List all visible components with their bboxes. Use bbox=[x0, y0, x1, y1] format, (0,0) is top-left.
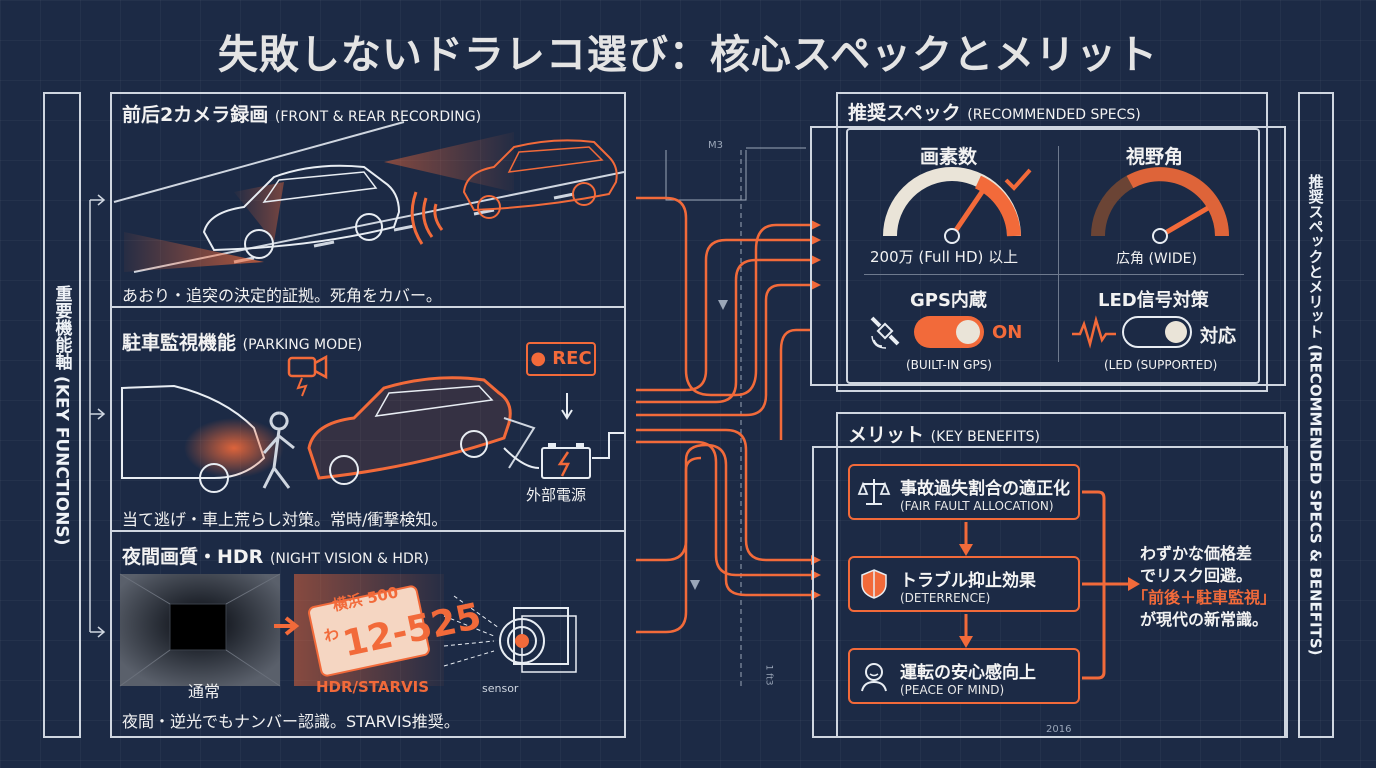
gps-sub: (BUILT-IN GPS) bbox=[906, 358, 992, 372]
summary-line2: でリスク回避。 bbox=[1140, 566, 1253, 585]
summary-line3: 「前後＋駐車監視」 bbox=[1132, 588, 1277, 607]
page-title: 失敗しないドラレコ選び：核心スペックとメリット bbox=[217, 32, 1159, 78]
led-label: LED信号対策 bbox=[1098, 290, 1209, 311]
benefit-deterrence-sub: (DETERRENCE) bbox=[900, 591, 991, 605]
specs-inner-frame bbox=[846, 128, 1260, 384]
benefit-card-deterrence: トラブル抑止効果 (DETERRENCE) bbox=[848, 556, 1080, 612]
rec-indicator: ● REC bbox=[526, 342, 596, 376]
fov-label: 視野角 bbox=[1126, 146, 1184, 168]
annotation-side: 1 ft3 bbox=[763, 664, 774, 686]
pixels-label: 画素数 bbox=[920, 146, 978, 168]
specs-outer-frame bbox=[836, 92, 1268, 392]
specs-vdivider bbox=[1058, 146, 1059, 362]
summary-line1: わずかな価格差 bbox=[1140, 544, 1253, 563]
gps-label: GPS内蔵 bbox=[910, 290, 987, 311]
gps-toggle-text: ON bbox=[992, 322, 1023, 343]
left-label-frame: 重要機能軸 (KEY FUNCTIONS) bbox=[43, 92, 81, 738]
external-power-label: 外部電源 bbox=[526, 486, 587, 504]
benefit-peace-sub: (PEACE OF MIND) bbox=[900, 683, 1005, 697]
benefits-heading: メリット (KEY BENEFITS) bbox=[848, 424, 1040, 446]
benefit-peace-title: 運転の安心感向上 bbox=[900, 663, 1036, 683]
benefit-fault-sub: (FAIR FAULT ALLOCATION) bbox=[900, 499, 1054, 513]
annotation-m3: M3 bbox=[708, 140, 723, 151]
benefits-inner-frame bbox=[812, 446, 1288, 738]
right-vertical-label: 推奨スペックとメリット (RECOMMENDED SPECS & BENEFIT… bbox=[1306, 174, 1325, 656]
specs-hdivider bbox=[864, 274, 1244, 275]
specs-box-frame bbox=[810, 126, 1286, 386]
right-label-frame: 推奨スペックとメリット (RECOMMENDED SPECS & BENEFIT… bbox=[1298, 92, 1334, 738]
left-bracket-arrows bbox=[89, 194, 106, 638]
gps-toggle[interactable] bbox=[914, 316, 984, 348]
connector-lines bbox=[636, 147, 821, 690]
left-vertical-label: 重要機能軸 (KEY FUNCTIONS) bbox=[51, 284, 72, 546]
led-toggle-text: 対応 bbox=[1200, 326, 1236, 347]
summary-line4: が現代の新常識。 bbox=[1140, 610, 1269, 629]
fov-value: 広角 (WIDE) bbox=[1116, 251, 1197, 267]
parking-illustration bbox=[121, 354, 624, 493]
night-caption: 夜間・逆光でもナンバー認識。STARVIS推奨。 bbox=[122, 712, 460, 731]
pixels-value: 200万 (Full HD) 以上 bbox=[870, 248, 1019, 266]
scales-icon bbox=[857, 479, 891, 505]
led-toggle[interactable] bbox=[1122, 316, 1192, 348]
benefit-arrows bbox=[959, 490, 1140, 680]
front-rear-caption: あおり・追突の決定的証拠。死角をカバー。 bbox=[122, 286, 442, 305]
led-sub: (LED (SUPPORTED) bbox=[1104, 358, 1218, 372]
pulse-icon bbox=[1072, 315, 1116, 349]
front-rear-heading: 前后2カメラ録画 (FRONT & REAR RECORDING) bbox=[122, 104, 482, 126]
panel-night-vision: 夜間画質・HDR (NIGHT VISION & HDR) bbox=[110, 532, 626, 738]
benefit-card-peace: 運転の安心感向上 (PEACE OF MIND) bbox=[848, 648, 1080, 704]
benefit-card-fault: 事故過失割合の適正化 (FAIR FAULT ALLOCATION) bbox=[848, 464, 1080, 520]
panel-front-rear: 前后2カメラ録画 (FRONT & REAR RECORDING) bbox=[110, 92, 626, 308]
gps-toggle-knob bbox=[956, 320, 980, 344]
shield-icon bbox=[861, 569, 887, 599]
functions-frame bbox=[110, 92, 626, 738]
hdr-label: HDR/STARVIS bbox=[316, 678, 430, 696]
benefit-fault-title: 事故過失割合の適正化 bbox=[900, 479, 1070, 499]
sensor-label: sensor bbox=[482, 682, 519, 695]
specs-heading: 推奨スペック (RECOMMENDED SPECS) bbox=[848, 102, 1141, 124]
parking-heading: 駐車監視機能 (PARKING MODE) bbox=[122, 332, 363, 354]
night-heading: 夜間画質・HDR (NIGHT VISION & HDR) bbox=[122, 546, 429, 568]
panel-parking: 駐車監視機能 (PARKING MODE) bbox=[110, 308, 626, 532]
satellite-icon bbox=[870, 316, 900, 349]
normal-label: 通常 bbox=[188, 682, 221, 701]
led-toggle-knob bbox=[1165, 321, 1187, 343]
front-rear-illustration bbox=[113, 121, 625, 273]
fov-gauge-icon bbox=[1091, 167, 1229, 244]
parking-caption: 当て逃げ・車上荒らし対策。常時/衝撃検知。 bbox=[122, 510, 448, 529]
pixels-gauge-icon bbox=[883, 167, 1032, 244]
person-icon bbox=[861, 663, 887, 692]
night-illustration bbox=[119, 573, 577, 687]
annotation-year: 2016 bbox=[1046, 724, 1072, 735]
benefit-deterrence-title: トラブル抑止効果 bbox=[900, 571, 1036, 591]
